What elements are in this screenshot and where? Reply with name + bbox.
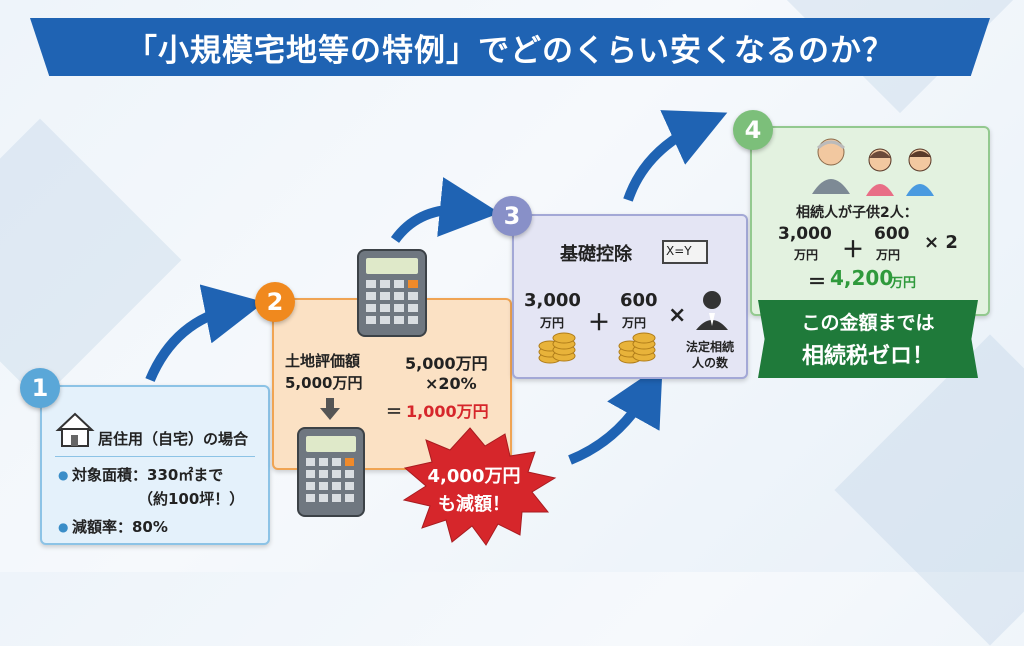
step4-term2-unit: 万円 xyxy=(876,248,901,262)
step4-plus: ＋ xyxy=(842,238,865,263)
step4-term2-value: 600 xyxy=(874,224,910,244)
step3-times: × xyxy=(668,303,687,328)
step4-term1-unit: 万円 xyxy=(794,248,819,262)
step1-heading: 居住用（自宅）の場合 xyxy=(98,430,249,448)
step3-heading: 基礎控除 xyxy=(560,244,632,265)
step4-result-value: 4,200 xyxy=(830,266,894,290)
step3-plus: ＋ xyxy=(588,311,611,336)
calc-base-value: 5,000万円 xyxy=(405,354,488,373)
calculator-icon xyxy=(357,249,427,337)
step1-card xyxy=(40,385,270,545)
down-arrow-icon xyxy=(320,398,340,420)
step4-term1-value: 3,000 xyxy=(778,224,832,244)
land-value-label: 土地評価額 xyxy=(285,352,361,370)
burst-caption: も減額！ xyxy=(438,494,510,515)
step2-badge: 2 xyxy=(255,282,295,322)
bullet-dot: ● xyxy=(58,468,69,482)
businessman-icon xyxy=(696,291,728,330)
arrow-2-to-3 xyxy=(390,177,500,244)
family-icons xyxy=(812,138,934,196)
step1-area-note: （約100坪！） xyxy=(138,490,245,508)
step3-term1-value: 3,000 xyxy=(524,290,581,311)
title-banner xyxy=(30,18,990,76)
house-icon xyxy=(55,412,95,447)
arrow-burst-to-3 xyxy=(568,363,663,465)
step4-result-unit: 万円 xyxy=(890,276,917,291)
calc-result: 1,000万円 xyxy=(406,402,489,421)
blackboard-icon xyxy=(662,240,708,264)
step4-times-two: × 2 xyxy=(924,232,958,253)
step1-area-limit: 対象面積：330㎡まで xyxy=(72,466,224,484)
calculator-icon xyxy=(297,427,365,517)
blackboard-text: X=Y xyxy=(666,244,692,258)
step3-term2-unit: 万円 xyxy=(622,316,647,330)
coin-stack-icons xyxy=(538,332,656,364)
arrow-3-to-4 xyxy=(623,110,728,202)
step4-badge: 4 xyxy=(733,110,773,150)
land-value-amount: 5,000万円 xyxy=(285,374,363,392)
page-title: 「小規模宅地等の特例」でどのくらい安くなるのか？ xyxy=(126,32,894,69)
step1-badge: 1 xyxy=(20,368,60,408)
step4-result-equals: ＝ xyxy=(808,272,826,293)
bullet-dot: ● xyxy=(58,520,69,534)
step3-term2-value: 600 xyxy=(620,290,658,311)
burst-amount: 4,000万円 xyxy=(427,466,521,487)
step3-badge: 3 xyxy=(492,196,532,236)
calc-equals: ＝ xyxy=(386,402,403,421)
step1-reduction-rate: 減額率：80% xyxy=(72,518,168,536)
ribbon-line2: 相続税ゼロ！ xyxy=(801,344,934,369)
step1-divider xyxy=(55,456,255,457)
step3-heirs-line2: 人の数 xyxy=(692,356,729,370)
step-arrows xyxy=(145,110,728,465)
reduction-burst xyxy=(402,427,557,546)
ribbon-line1: この金額までは xyxy=(801,312,935,334)
step4-heading: 相続人が子供2人： xyxy=(796,205,918,221)
step3-heirs-line1: 法定相続 xyxy=(686,340,735,354)
calc-rate: ×20% xyxy=(425,374,477,393)
arrow-1-to-2 xyxy=(145,284,265,382)
step3-term1-unit: 万円 xyxy=(540,316,565,330)
zero-tax-ribbon xyxy=(758,300,978,378)
